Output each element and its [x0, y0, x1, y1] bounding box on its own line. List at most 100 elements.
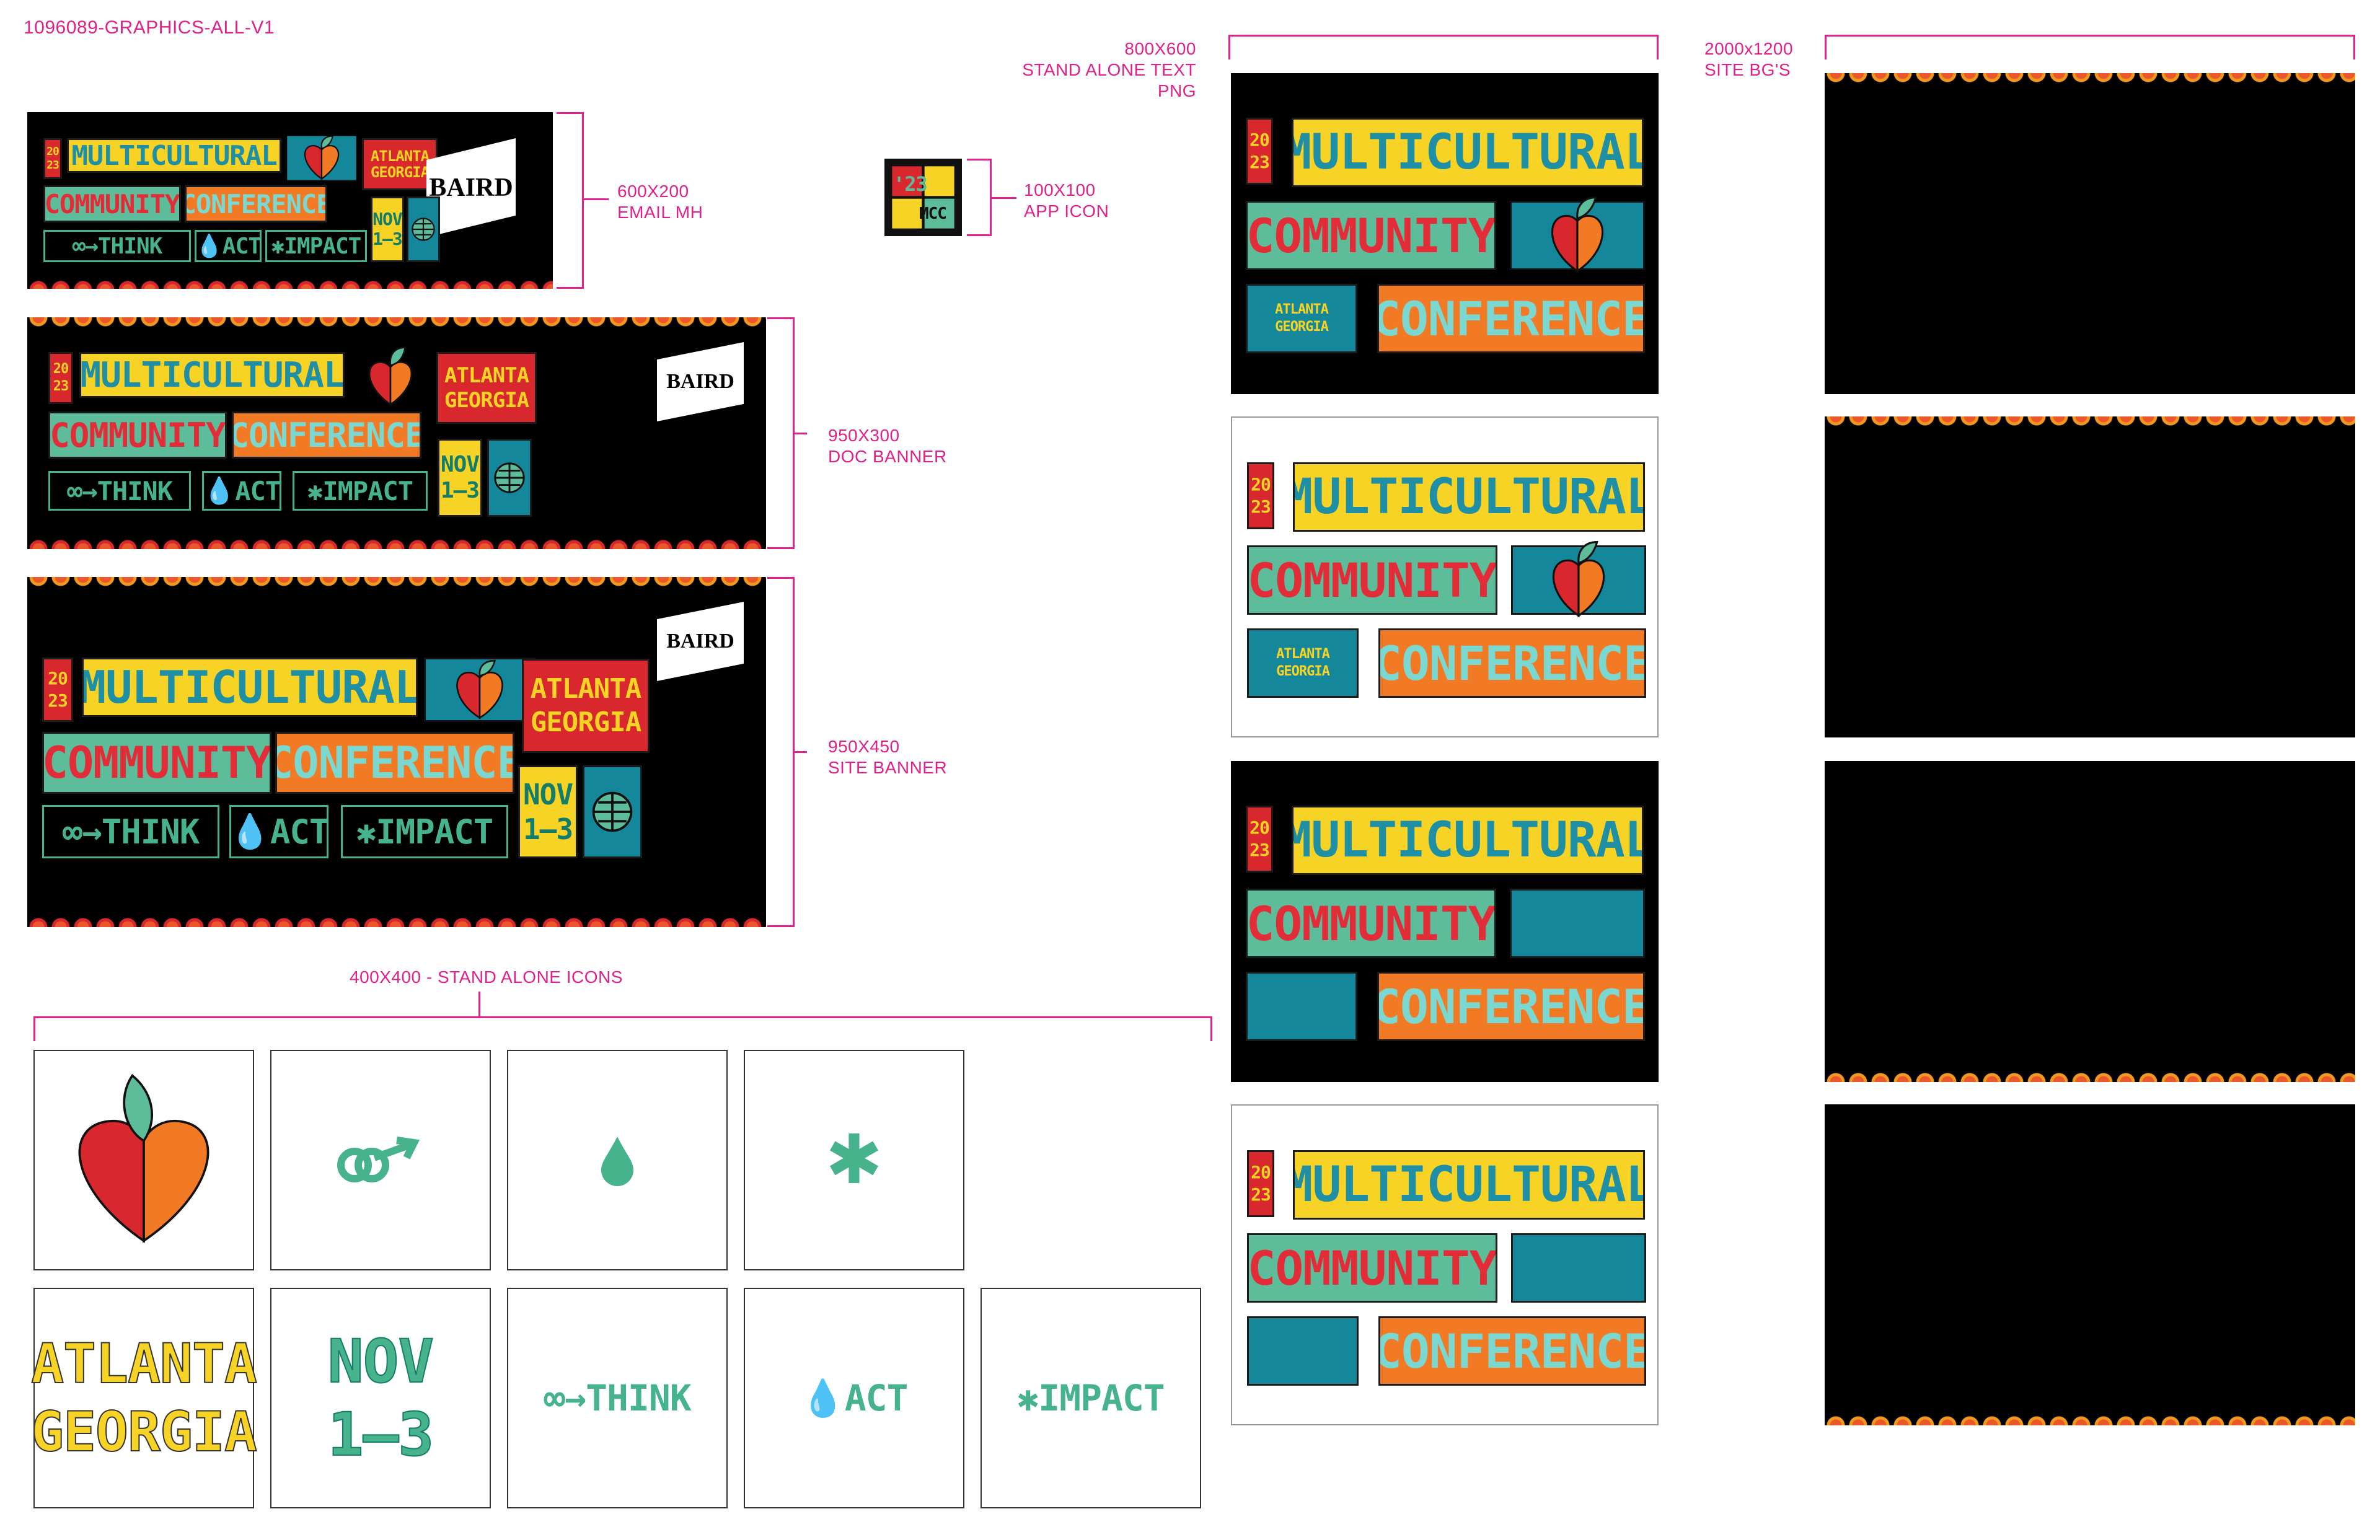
drop-icon: 💧 — [800, 1376, 845, 1419]
site-bracket — [767, 577, 795, 927]
apple-heart-icon — [78, 1073, 209, 1243]
apple-heart-icon — [1510, 196, 1645, 273]
word-conference: CONFERENCE — [232, 411, 421, 459]
impact-block: ✱IMPACT — [341, 805, 508, 858]
word-multicultural: MULTICULTURAL — [1292, 806, 1644, 875]
apple-heart-icon — [1511, 541, 1646, 618]
think-icon — [337, 1137, 420, 1182]
word-conference: CONFERENCE — [1378, 1316, 1646, 1386]
app-abbr: MCC — [919, 205, 947, 223]
word-multicultural: MULTICULTURAL — [1293, 1150, 1645, 1220]
site-bg-1 — [1825, 73, 2355, 394]
globe-icon — [407, 196, 440, 262]
empty-slot — [1510, 889, 1645, 958]
think-block: ∞→THINK — [48, 471, 191, 511]
icon-card-asterisk: ✱ — [744, 1050, 964, 1270]
wave-border-top — [1825, 416, 2355, 431]
wave-border-top — [27, 577, 766, 592]
word-multicultural: MULTICULTURAL — [82, 658, 418, 717]
baird-logo: BAIRD — [657, 602, 744, 681]
act-block: 💧ACT — [195, 230, 262, 262]
globe-icon — [487, 439, 532, 517]
think-icon: ∞→ — [544, 1377, 586, 1419]
asterisk-icon: ✱ — [271, 233, 285, 259]
word-conference: CONFERENCE — [1377, 972, 1645, 1041]
word-multicultural: MULTICULTURAL — [1293, 462, 1645, 532]
icons-bracket — [33, 1016, 1212, 1041]
think-icon: ∞→ — [66, 475, 98, 506]
site-bg-2 — [1825, 416, 2355, 737]
asterisk-icon: ✱ — [356, 812, 377, 851]
baird-logo: BAIRD — [657, 342, 744, 421]
globe-icon — [583, 765, 642, 858]
impact-block: ✱IMPACT — [265, 230, 367, 262]
word-multicultural: MULTICULTURAL — [79, 352, 345, 398]
app-year: '23 — [893, 172, 928, 196]
impact-block: ✱IMPACT — [293, 471, 428, 511]
word-conference: CONFERENCE — [1378, 628, 1646, 698]
think-block: ∞→THINK — [43, 230, 191, 262]
apple-heart-icon — [350, 346, 431, 408]
word-community: COMMUNITY — [43, 185, 181, 222]
site-bg-4 — [1825, 1104, 2355, 1425]
think-icon: ∞→ — [62, 812, 102, 851]
wave-border-top — [1825, 73, 2355, 88]
drop-icon — [601, 1137, 633, 1186]
wave-border-bottom — [27, 912, 766, 927]
empty-slot — [1246, 972, 1357, 1041]
wave-border-bottom — [1825, 1067, 2355, 1082]
word-multicultural: MULTICULTURAL — [1292, 118, 1644, 187]
word-community: COMMUNITY — [48, 411, 227, 459]
asterisk-icon: ✱ — [825, 1122, 883, 1198]
word-conference: CONFERENCE — [1377, 284, 1645, 353]
word-multicultural: MULTICULTURAL — [67, 138, 281, 173]
bg-bracket — [1825, 35, 2355, 59]
word-conference: CONFERENCE — [275, 732, 514, 794]
apple-heart-icon — [286, 133, 357, 182]
word-conference: CONFERENCE — [185, 185, 327, 222]
wave-border-bottom — [27, 534, 766, 549]
word-community: COMMUNITY — [1246, 201, 1496, 270]
wave-border-top — [27, 317, 766, 332]
icon-card-drop — [507, 1050, 728, 1270]
wave-border-bottom — [27, 275, 553, 289]
apple-heart-icon — [424, 658, 536, 722]
textpng-bracket — [1228, 35, 1659, 59]
empty-slot — [1247, 1316, 1359, 1386]
asterisk-icon: ✱ — [1017, 1377, 1039, 1419]
act-block: 💧ACT — [202, 471, 281, 511]
drop-icon: 💧 — [229, 812, 271, 851]
drop-icon: 💧 — [195, 234, 223, 259]
site-bg-3 — [1825, 761, 2355, 1082]
icon-card-heart — [33, 1050, 254, 1270]
icon-card-act-word: 💧ACT — [744, 1288, 964, 1508]
icon-card-think — [270, 1050, 491, 1270]
doc-bracket — [767, 317, 795, 549]
word-community: COMMUNITY — [1247, 1233, 1497, 1303]
think-icon: ∞→ — [72, 233, 99, 259]
word-community: COMMUNITY — [1247, 545, 1497, 615]
wave-border-bottom — [1825, 1410, 2355, 1425]
